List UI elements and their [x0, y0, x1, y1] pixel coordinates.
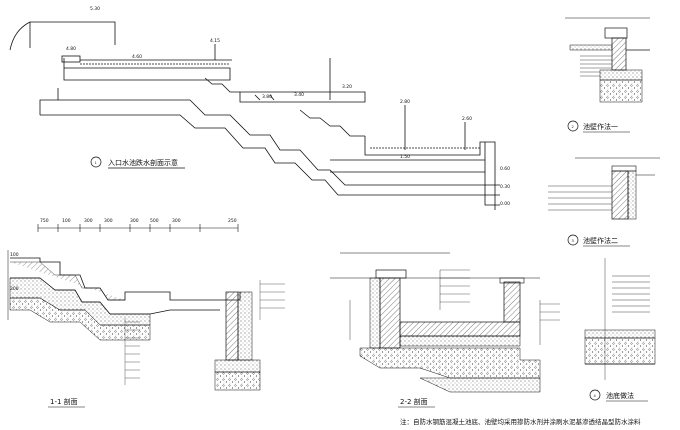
dim-d4: 300	[104, 218, 113, 224]
main-index-circle	[90, 156, 102, 168]
elev-e10: 0.60	[500, 166, 510, 172]
detail-2-title: 池壁作法一	[583, 122, 618, 131]
detail-3-title: 池壁作法二	[583, 236, 618, 245]
main-index: 1	[95, 161, 97, 165]
elev-e12: 0.00	[500, 201, 510, 207]
detail-4-index: 4	[594, 394, 597, 398]
section-2-2: 2-2 剖面	[330, 252, 560, 408]
section-1-1: 750 100 300 300 300 500 300 250 100 200	[7, 218, 285, 408]
elev-e6: 3.20	[342, 84, 352, 90]
detail-2-index: 2	[572, 125, 574, 129]
dim-d7: 300	[172, 218, 181, 224]
elev-top: 5.30	[90, 6, 100, 12]
detail-3: 3 池壁作法二	[548, 157, 660, 247]
elev-e1: 4.80	[66, 46, 76, 52]
detail-3-index: 3	[572, 239, 574, 243]
dim-d8: 100	[10, 252, 19, 258]
dim-d1: 750	[40, 218, 49, 224]
main-elevations: 5.30 4.80 4.60 4.15 3.80 3.40 3.20 2.80 …	[66, 6, 510, 207]
dim-d9: 200	[10, 286, 19, 292]
detail-4-title: 池底做法	[606, 391, 634, 400]
elev-e3: 4.15	[210, 38, 220, 44]
elev-e7: 2.80	[400, 99, 410, 105]
main-title: 入口水池跌水剖面示意	[108, 158, 178, 167]
elev-e4: 3.80	[262, 94, 272, 100]
dim-d5: 300	[130, 218, 139, 224]
elev-e5: 3.40	[294, 92, 304, 98]
elev-e2: 4.60	[132, 54, 142, 60]
detail-4: 4 池底做法	[584, 258, 656, 402]
section-2-title: 2-2 剖面	[400, 397, 428, 406]
elev-e9: 1.50	[400, 154, 410, 160]
main-section	[9, 21, 500, 210]
detail-2: 2 池壁作法一	[565, 17, 650, 133]
dim-d3: 300	[84, 218, 93, 224]
general-note: 注：自防水钢筋混凝土池底、池壁均采用掺防水剂并涂刷水泥基渗透结晶型防水涂料	[400, 417, 641, 426]
elev-e11: 0.30	[500, 184, 510, 190]
dim-d10: 250	[228, 218, 237, 224]
elev-e8: 2.60	[462, 116, 472, 122]
dim-d2: 100	[62, 218, 71, 224]
dim-d6: 500	[150, 218, 159, 224]
section-1-title: 1-1 剖面	[50, 397, 78, 406]
